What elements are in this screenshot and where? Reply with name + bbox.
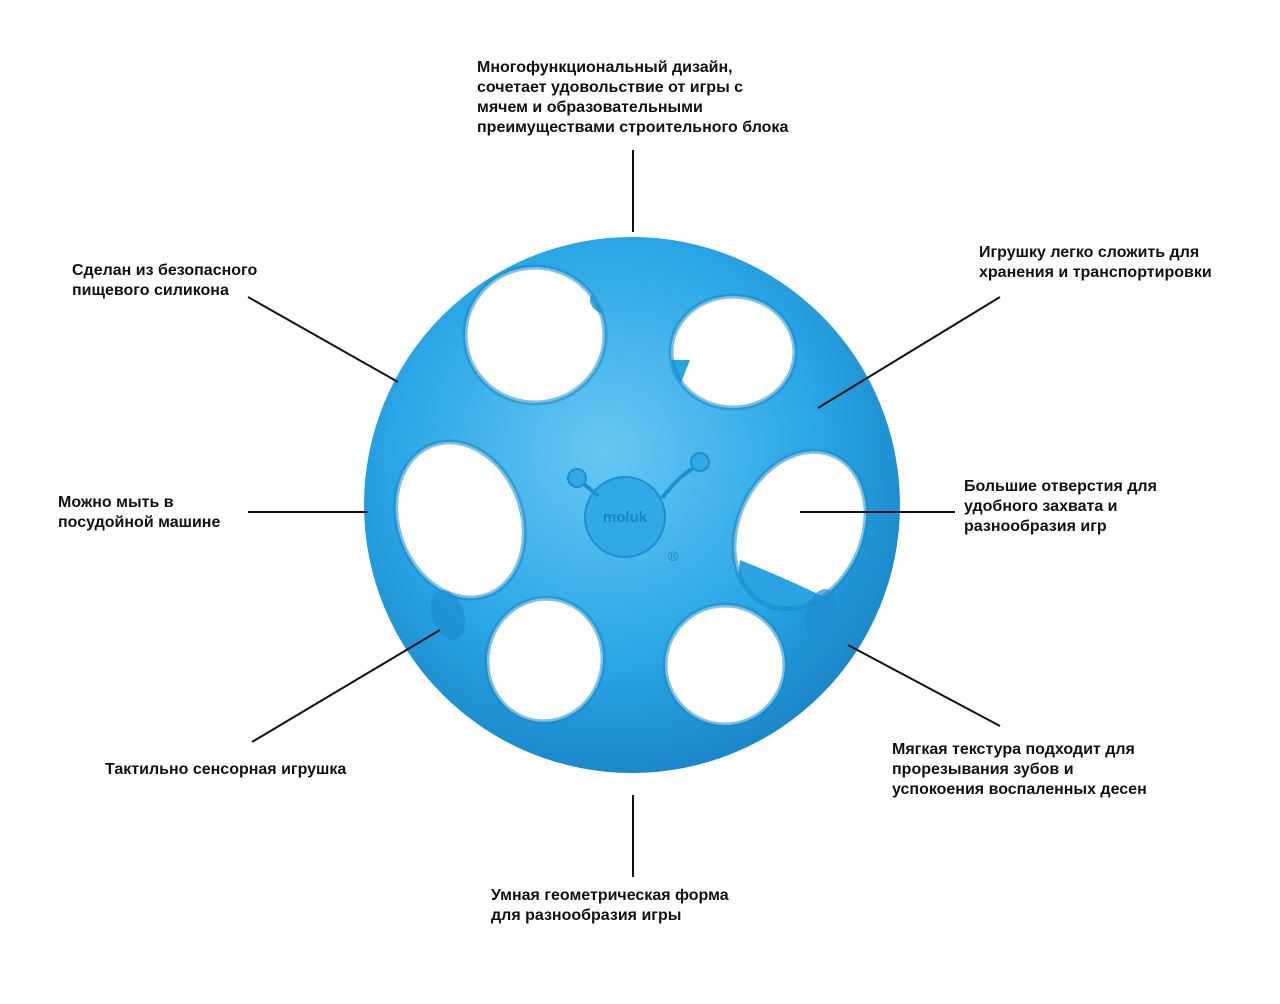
callout-text: хранения и транспортировки xyxy=(979,264,1212,281)
sensory-dots xyxy=(430,588,836,641)
callout-text: посудойной машине xyxy=(58,514,221,531)
registered-mark: ® xyxy=(668,548,679,564)
callout-multifunctional-design: Многофункциональный дизайн, сочетает удо… xyxy=(477,58,788,138)
hole-rims xyxy=(393,264,869,728)
callout-text: Игрушку легко сложить для xyxy=(979,244,1200,261)
leader-line-top-left xyxy=(247,296,399,383)
leader-line-bottom-left xyxy=(251,629,441,743)
callout-text: Можно мыть в xyxy=(58,494,174,511)
callout-text: Мягкая текстура подходит для xyxy=(892,741,1135,758)
callout-text: пищевого силикона xyxy=(72,282,229,299)
callout-text: для разнообразия игры xyxy=(491,907,682,924)
callout-safe-silicone: Сделан из безопасного пищевого силикона xyxy=(72,261,257,301)
callout-dishwasher-safe: Можно мыть в посудойной машине xyxy=(58,493,220,533)
callout-text: сочетает удовольствие от игры с xyxy=(477,79,744,96)
callout-large-holes: Большие отверстия для удобного захвата и… xyxy=(964,477,1157,537)
callout-text: Умная геометрическая форма xyxy=(491,887,729,904)
leader-lines xyxy=(247,150,1001,877)
callout-soft-texture: Мягкая текстура подходит для прорезывани… xyxy=(892,740,1147,800)
callout-text: мячем и образовательными xyxy=(477,99,703,116)
leader-line-bottom-right xyxy=(847,644,1001,727)
callout-text: преимуществами строительного блока xyxy=(477,119,789,136)
callout-text: Большие отверстия для xyxy=(964,478,1157,495)
callout-foldable: Игрушку легко сложить для хранения и тра… xyxy=(979,243,1212,283)
moluk-logo: moluk ® xyxy=(567,452,710,564)
callout-geometric-shape: Умная геометрическая форма для разнообра… xyxy=(491,886,729,926)
callout-text: успокоения воспаленных десен xyxy=(892,781,1147,798)
callout-text: Сделан из безопасного xyxy=(72,262,258,279)
callout-text: удобного захвата и xyxy=(964,498,1118,515)
callout-text: прорезывания зубов и xyxy=(892,761,1074,778)
moluk-logo-text: moluk xyxy=(603,509,648,526)
callout-text: разнообразия игр xyxy=(964,518,1107,535)
callout-tactile-sensory: Тактильно сенсорная игрушка xyxy=(105,760,346,780)
leader-line-top-right xyxy=(817,296,1001,409)
callout-text: Многофункциональный дизайн, xyxy=(477,59,733,76)
callout-text: Тактильно сенсорная игрушка xyxy=(105,761,347,778)
